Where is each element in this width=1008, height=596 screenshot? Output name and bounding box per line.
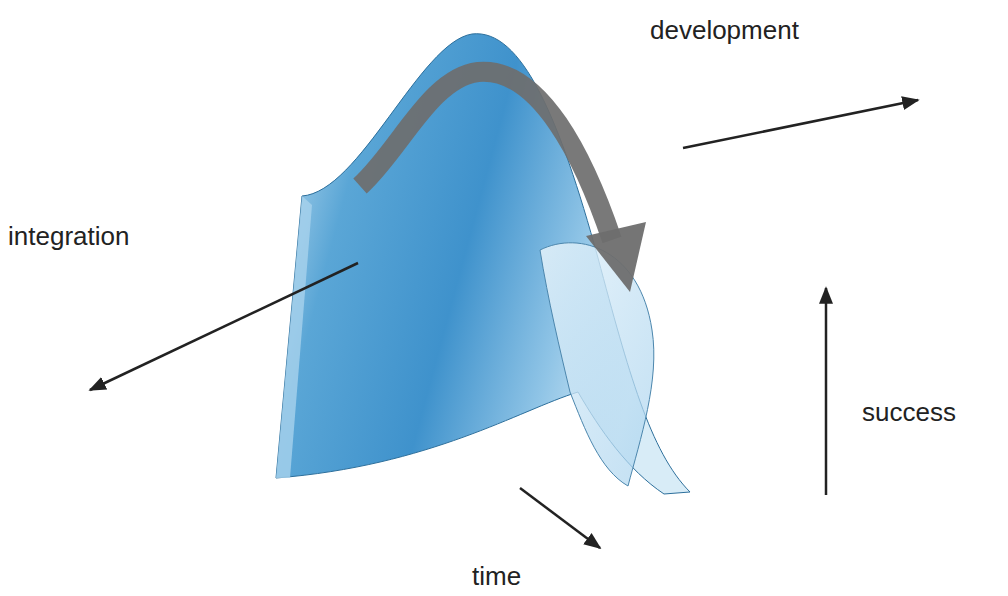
axis-label: success (862, 398, 956, 427)
surface-edge (276, 196, 312, 478)
axis-label: time (472, 562, 521, 591)
bell-surface (276, 34, 690, 494)
development-axis (683, 100, 918, 148)
surface-fold (540, 243, 654, 486)
trajectory-arrowhead (586, 222, 646, 292)
integration-axis (90, 263, 358, 390)
axis-label: development (650, 16, 799, 45)
success-axis (825, 288, 828, 495)
trajectory-arrow (360, 72, 612, 240)
time-axis (520, 488, 600, 548)
axis-label: integration (8, 222, 129, 251)
